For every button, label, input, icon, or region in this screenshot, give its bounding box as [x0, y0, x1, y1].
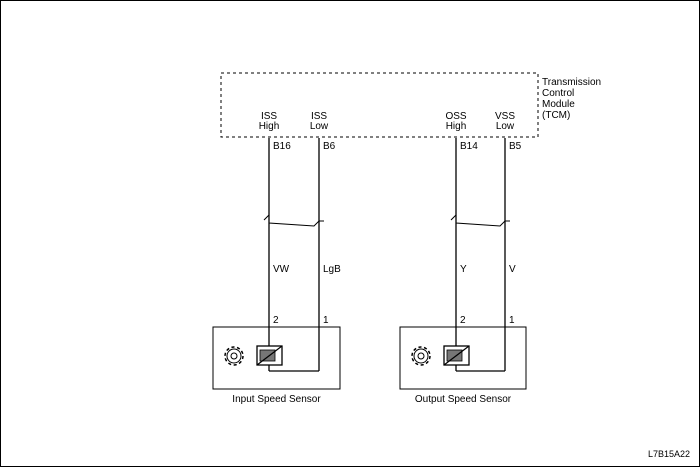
terminal-label: B5	[509, 141, 522, 152]
tcm-name-line: Module	[542, 99, 575, 110]
input-sensor-internals	[256, 327, 319, 372]
tcm-name-line: (TCM)	[542, 110, 571, 121]
pin-label: OSS	[445, 111, 467, 122]
tcm-name-line: Control	[542, 88, 575, 99]
pin-label: Low	[495, 121, 515, 132]
twisted-pair-marker	[263, 213, 324, 227]
wire-color-label: LgB	[323, 264, 341, 275]
twisted-pair-marker	[450, 213, 510, 227]
pin-label: High	[258, 121, 280, 132]
wire-color-label: V	[509, 264, 516, 275]
sensor-pin-number: 2	[460, 315, 466, 326]
terminal-label: B16	[273, 141, 291, 152]
wire-color-label: Y	[460, 264, 467, 275]
tcm-name-line: Transmission	[542, 77, 602, 88]
pin-label: ISS	[310, 111, 328, 122]
input-speed-sensor-label: Input Speed Sensor	[232, 394, 321, 405]
input-speed-sensor-box	[212, 326, 341, 390]
figure-id: L7B15A22	[647, 449, 690, 459]
output-sensor-internals	[443, 327, 505, 372]
sensor-pin-number: 2	[273, 315, 279, 326]
sensor-pin-number: 1	[509, 315, 515, 326]
tcm-box	[220, 72, 539, 138]
sensor-pin-number: 1	[323, 315, 329, 326]
terminal-label: B14	[460, 141, 478, 152]
wire-color-label: VW	[273, 264, 290, 275]
output-speed-sensor-label: Output Speed Sensor	[414, 394, 512, 405]
gear-icon	[224, 346, 244, 366]
gear-icon	[411, 346, 431, 366]
pin-label: Low	[309, 121, 329, 132]
output-speed-sensor-box	[399, 326, 527, 390]
terminal-label: B6	[323, 141, 336, 152]
pin-label: ISS	[260, 111, 278, 122]
pin-label: VSS	[494, 111, 515, 122]
pin-label: High	[445, 121, 467, 132]
